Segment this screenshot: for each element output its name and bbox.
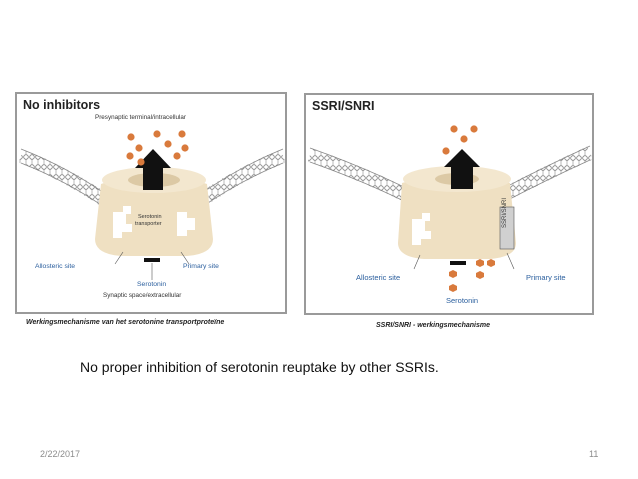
- primary-cavity: [177, 212, 195, 236]
- up-arrow: [135, 149, 171, 190]
- primary-site-label: Primary site: [526, 273, 566, 282]
- drug-label: SSRI/SNRI: [502, 197, 508, 228]
- allosteric-site-label: Allosteric site: [356, 273, 401, 282]
- transporter-label-2: transporter: [135, 221, 162, 227]
- primary-site-label: Primary site: [183, 263, 219, 270]
- diagram-ssri-snri: SSRI/SNRI: [304, 93, 594, 315]
- synaptic-label: Synaptic space/extracellular: [103, 292, 182, 299]
- footer-date: 2/22/2017: [40, 449, 81, 459]
- allosteric-cavity: [412, 213, 431, 245]
- slide-caption: No proper inhibition of serotonin reupta…: [80, 359, 439, 375]
- up-arrow: [444, 149, 480, 189]
- left-caption: Werkingsmechanisme van het serotonine tr…: [26, 319, 225, 326]
- membrane-left: [18, 149, 112, 208]
- serotonin-molecules-bottom: [449, 259, 495, 292]
- serotonin-molecules: [126, 130, 189, 166]
- serotonin-bar: [450, 261, 466, 265]
- transporter-illustration: [307, 125, 592, 292]
- drug-block: [499, 206, 515, 250]
- allosteric-cavity: [113, 206, 132, 238]
- serotonin-bar: [144, 258, 160, 262]
- membrane-right: [194, 149, 285, 208]
- right-caption: SSRI/SNRI - werkingsmechanisme: [376, 322, 490, 329]
- transporter-label-1: Serotonin: [138, 214, 162, 220]
- panel-title: SSRI/SNRI: [312, 99, 375, 113]
- transporter-illustration: [18, 130, 285, 280]
- serotonin-label: Serotonin: [446, 296, 479, 305]
- membrane-right: [500, 146, 592, 202]
- footer-page-number: 11: [589, 449, 599, 459]
- membrane-left: [307, 148, 410, 202]
- allosteric-site-label: Allosteric site: [35, 263, 76, 270]
- serotonin-molecules-top: [442, 125, 478, 155]
- diagram-no-inhibitors: No inhibitors: [15, 92, 287, 314]
- presynaptic-label: Presynaptic terminal/intracellular: [95, 114, 186, 121]
- serotonin-label: Serotonin: [137, 281, 167, 288]
- panel-title: No inhibitors: [23, 98, 101, 112]
